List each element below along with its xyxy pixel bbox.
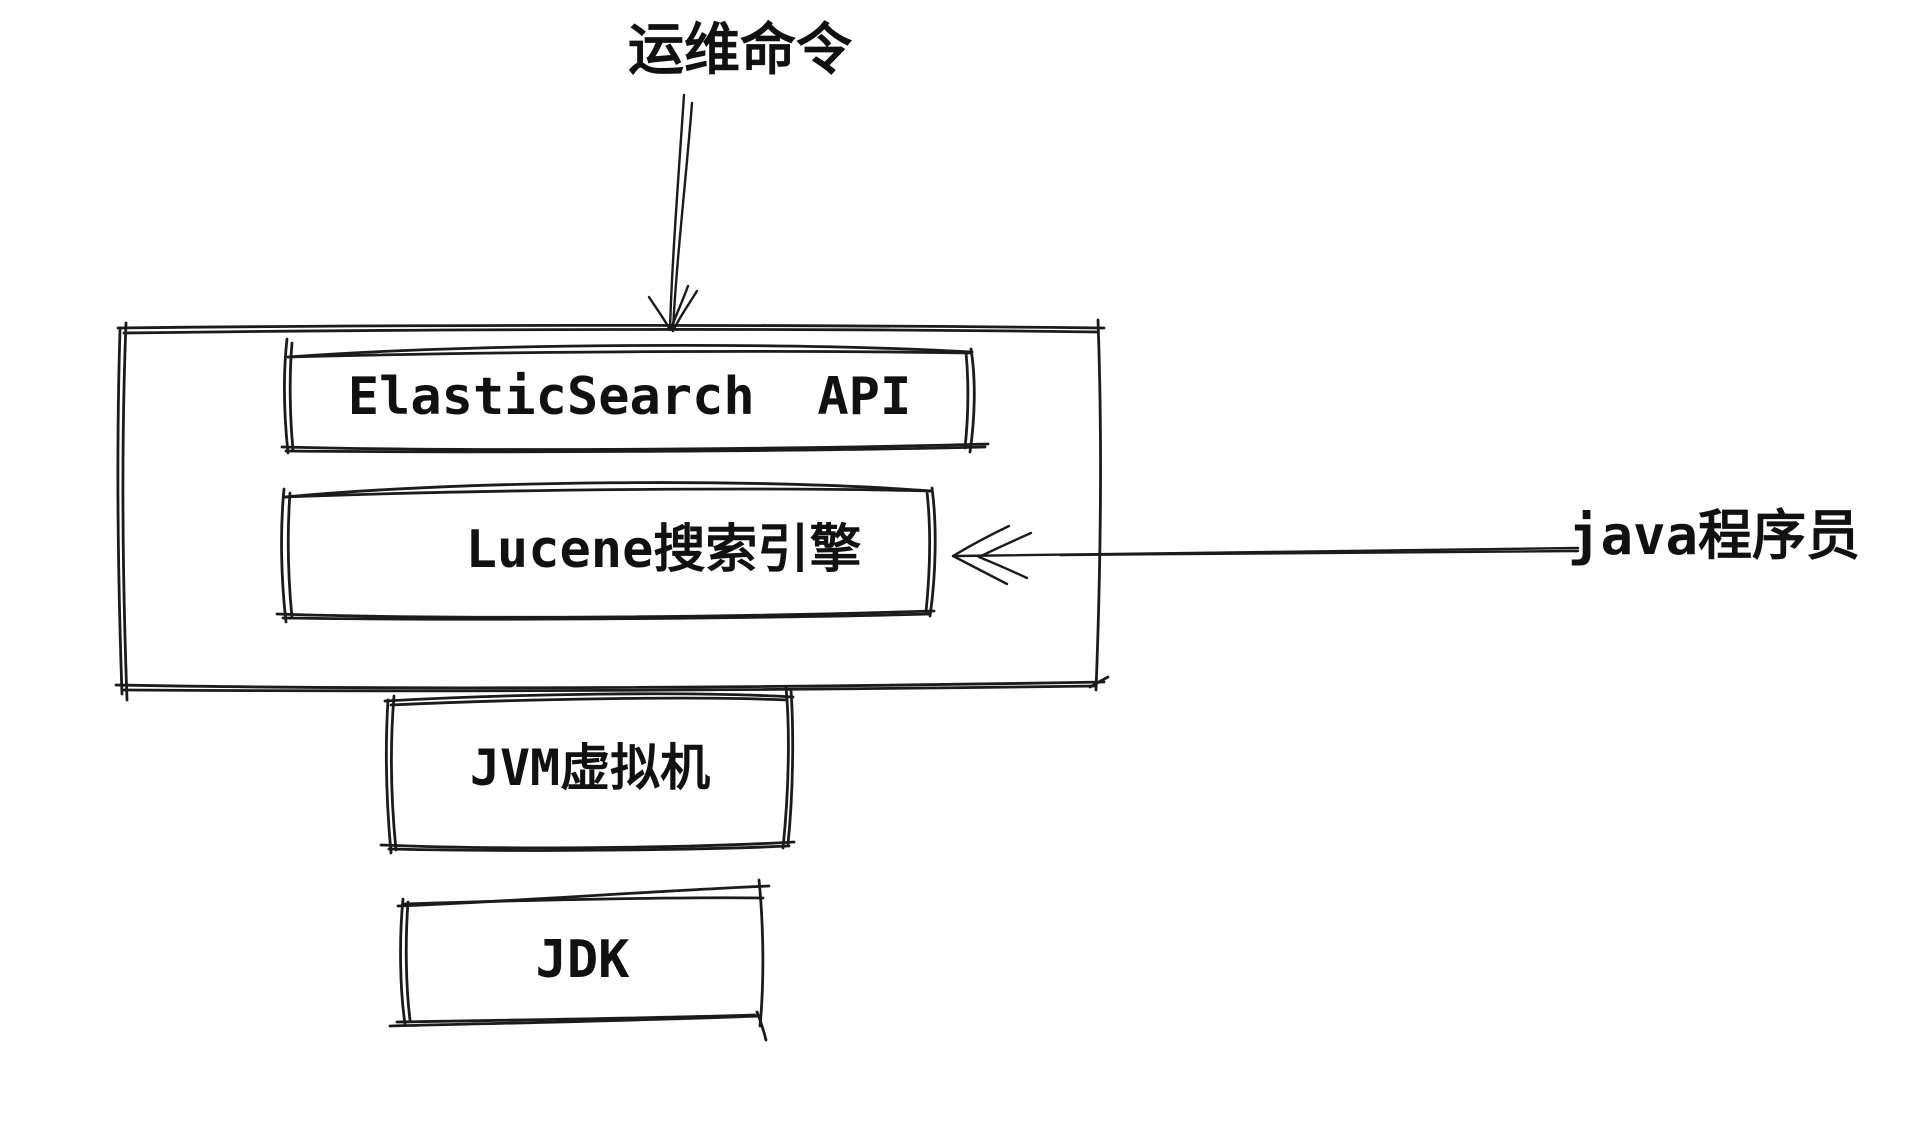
lucene-box: Lucene搜索引擎 (282, 483, 935, 617)
jdk-box-outline (388, 878, 771, 1042)
jvm-box: JVM虚拟机 (392, 694, 788, 842)
es-api-box: ElasticSearch API (284, 346, 975, 448)
lucene-label: Lucene搜索引擎 (465, 519, 862, 580)
ops-command-arrow (647, 93, 699, 333)
java-programmer-label: java程序员 (1568, 504, 1861, 567)
ops-command-label: 运维命令 (628, 18, 852, 83)
jvm-label: JVM虚拟机 (469, 739, 711, 797)
jdk-box: JDK (402, 897, 763, 1023)
es-api-box-outline (280, 337, 990, 455)
jdk-label: JDK (535, 929, 630, 990)
java-programmer-arrow (951, 524, 1580, 586)
es-api-label: ElasticSearch API (347, 366, 912, 427)
lucene-box-outline (275, 481, 937, 624)
jvm-box-outline (379, 685, 796, 855)
outer-box-outline (114, 318, 1110, 702)
